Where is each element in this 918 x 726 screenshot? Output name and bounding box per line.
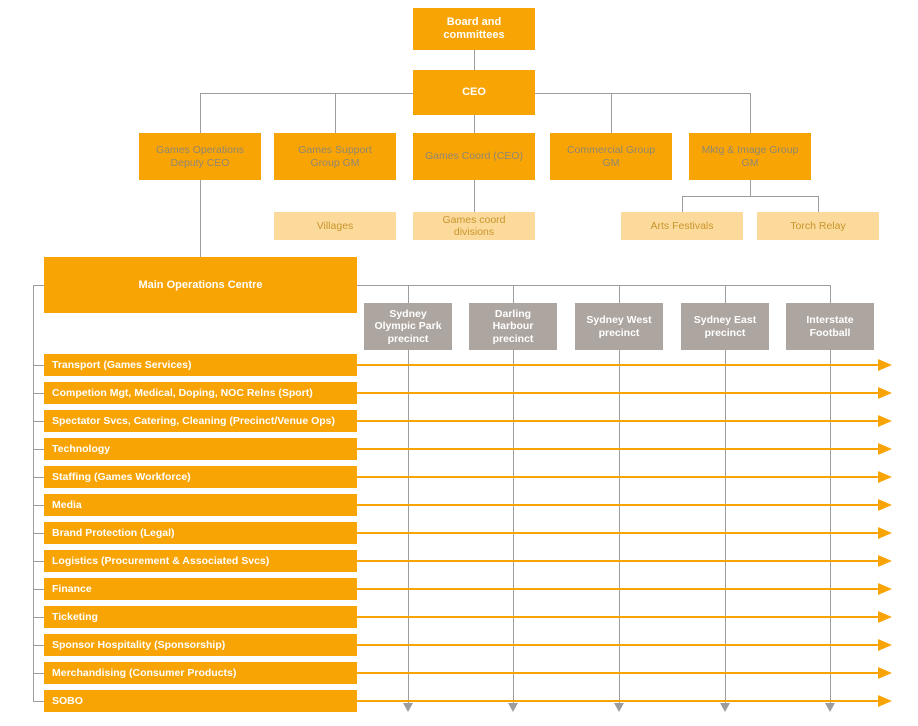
flow-arrow-right <box>878 443 892 455</box>
connector-line <box>33 701 44 702</box>
connector-line <box>408 285 409 303</box>
connector-line <box>200 180 201 257</box>
connector-line <box>33 365 44 366</box>
function-row-ticketing: Ticketing <box>44 606 357 628</box>
node-games-support-group-gm: Games Support Group GM <box>274 133 396 180</box>
node-ceo: CEO <box>413 70 535 115</box>
flow-arrow-right <box>878 583 892 595</box>
flow-line <box>357 560 878 562</box>
function-row-spectator-svcs-catering-cleaning-precinct-venue-ops: Spectator Svcs, Catering, Cleaning (Prec… <box>44 410 357 432</box>
function-row-competion-mgt-medical-doping-noc-relns-sport: Competion Mgt, Medical, Doping, NOC Reln… <box>44 382 357 404</box>
connector-line <box>33 393 44 394</box>
flow-arrow-right <box>878 639 892 651</box>
node-sydney-olympic-park-precinct: Sydney Olympic Park precinct <box>364 303 452 350</box>
flow-arrow-right <box>878 499 892 511</box>
flow-arrow-right <box>878 555 892 567</box>
flow-arrow-down <box>825 703 835 712</box>
flow-arrow-down <box>720 703 730 712</box>
connector-line <box>33 449 44 450</box>
node-torch-relay: Torch Relay <box>757 212 879 240</box>
node-main-operations-centre: Main Operations Centre <box>44 257 357 313</box>
connector-line <box>33 505 44 506</box>
flow-line <box>357 476 878 478</box>
flow-arrow-down <box>403 703 413 712</box>
node-arts-festivals: Arts Festivals <box>621 212 743 240</box>
function-row-technology: Technology <box>44 438 357 460</box>
flow-arrow-right <box>878 695 892 707</box>
connector-line <box>619 350 620 703</box>
connector-line <box>33 645 44 646</box>
flow-arrow-right <box>878 527 892 539</box>
flow-arrow-right <box>878 471 892 483</box>
connector-line <box>750 180 751 196</box>
function-row-merchandising-consumer-products: Merchandising (Consumer Products) <box>44 662 357 684</box>
flow-line <box>357 364 878 366</box>
node-sydney-west-precinct: Sydney West precinct <box>575 303 663 350</box>
function-row-brand-protection-legal: Brand Protection (Legal) <box>44 522 357 544</box>
function-row-logistics-procurement-associated-svcs: Logistics (Procurement & Associated Svcs… <box>44 550 357 572</box>
connector-line <box>33 285 44 286</box>
node-interstate-football: Interstate Football <box>786 303 874 350</box>
connector-line <box>474 50 475 70</box>
connector-line <box>513 350 514 703</box>
connector-line <box>830 285 831 303</box>
connector-line <box>33 673 44 674</box>
node-games-operations-deputy-ceo: Games Operations Deputy CEO <box>139 133 261 180</box>
connector-line <box>357 285 831 286</box>
connector-line <box>33 589 44 590</box>
flow-arrow-right <box>878 667 892 679</box>
connector-line <box>33 285 34 702</box>
flow-arrow-down <box>508 703 518 712</box>
flow-line <box>357 504 878 506</box>
flow-line <box>357 616 878 618</box>
flow-line <box>357 672 878 674</box>
connector-line <box>725 285 726 303</box>
connector-line <box>619 285 620 303</box>
connector-line <box>611 93 612 133</box>
connector-line <box>750 93 751 133</box>
connector-line <box>335 93 336 133</box>
connector-line <box>33 421 44 422</box>
node-darling-harbour-precinct: Darling Harbour precinct <box>469 303 557 350</box>
function-row-sobo: SOBO <box>44 690 357 712</box>
flow-arrow-right <box>878 387 892 399</box>
flow-arrow-right <box>878 611 892 623</box>
function-row-finance: Finance <box>44 578 357 600</box>
flow-line <box>357 392 878 394</box>
flow-line <box>357 448 878 450</box>
connector-line <box>474 180 475 212</box>
connector-line <box>830 350 831 703</box>
flow-line <box>357 588 878 590</box>
connector-line <box>33 477 44 478</box>
function-row-transport-games-services: Transport (Games Services) <box>44 354 357 376</box>
flow-arrow-down <box>614 703 624 712</box>
function-row-sponsor-hospitality-sponsorship: Sponsor Hospitality (Sponsorship) <box>44 634 357 656</box>
node-mktg-image-group-gm: Mktg & Image Group GM <box>689 133 811 180</box>
connector-line <box>725 350 726 703</box>
connector-line <box>200 93 201 133</box>
flow-line <box>357 532 878 534</box>
node-villages: Villages <box>274 212 396 240</box>
flow-arrow-right <box>878 359 892 371</box>
function-row-staffing-games-workforce: Staffing (Games Workforce) <box>44 466 357 488</box>
connector-line <box>33 561 44 562</box>
node-games-coord-ceo: Games Coord (CEO) <box>413 133 535 180</box>
flow-arrow-right <box>878 415 892 427</box>
flow-line <box>357 644 878 646</box>
flow-line <box>357 700 878 702</box>
node-games-coord-divisions: Games coord divisions <box>413 212 535 240</box>
node-board-and-committees: Board and committees <box>413 8 535 50</box>
connector-line <box>682 196 683 212</box>
connector-line <box>33 533 44 534</box>
connector-line <box>408 350 409 703</box>
node-commercial-group-gm: Commercial Group GM <box>550 133 672 180</box>
connector-line <box>818 196 819 212</box>
flow-line <box>357 420 878 422</box>
connector-line <box>33 617 44 618</box>
connector-line <box>513 285 514 303</box>
function-row-media: Media <box>44 494 357 516</box>
connector-line <box>682 196 819 197</box>
node-sydney-east-precinct: Sydney East precinct <box>681 303 769 350</box>
connector-line <box>474 115 475 133</box>
